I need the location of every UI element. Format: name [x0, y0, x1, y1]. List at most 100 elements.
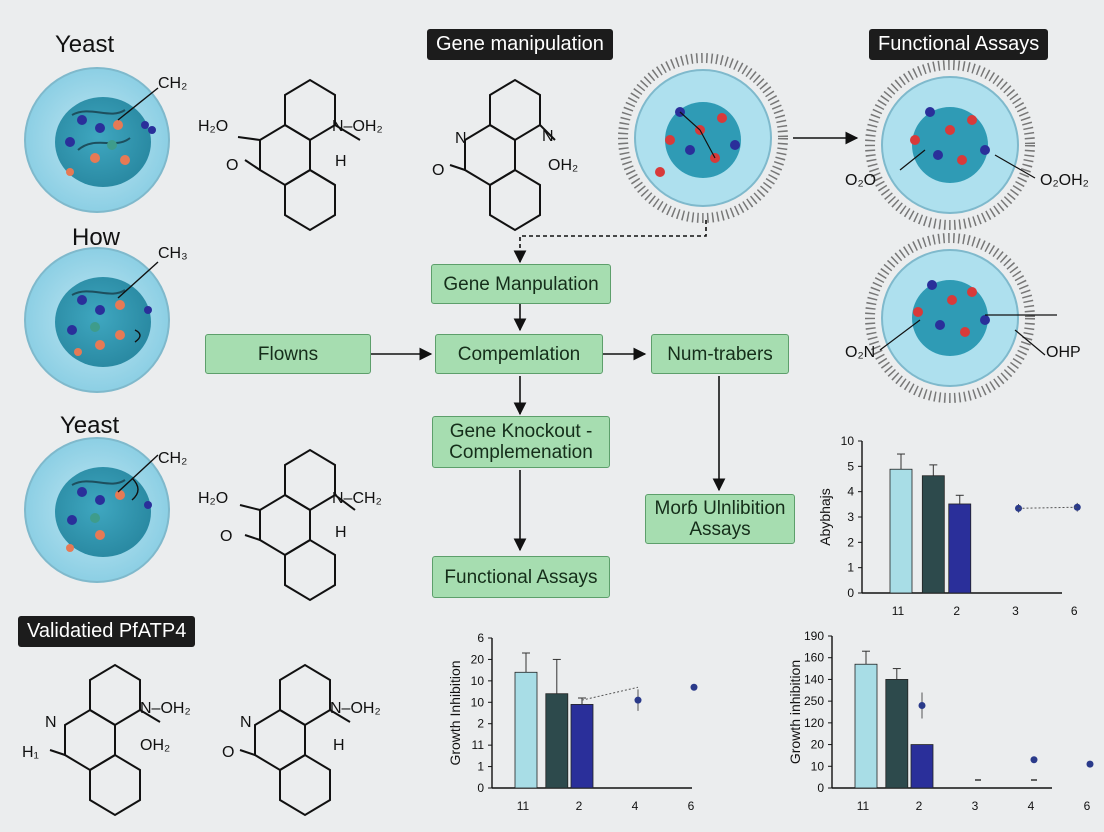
y-tick-label: 250 [804, 694, 824, 708]
data-point [1073, 503, 1081, 511]
y-axis-label: Growth Inhibition [447, 660, 463, 765]
y-tick-label: 140 [804, 672, 824, 686]
data-point [634, 696, 642, 704]
cell-label-2: CH₃ [158, 245, 188, 262]
x-tick-label: 2 [916, 799, 923, 813]
cell-label-1: CH₂ [158, 75, 188, 92]
bar [545, 693, 569, 789]
tag-gene-manipulation: Gene manipulation [427, 29, 613, 60]
x-tick-label: 11 [517, 799, 530, 813]
bar [910, 744, 934, 789]
y-tick-label: 3 [847, 510, 854, 524]
x-tick-label: 4 [1028, 799, 1035, 813]
x-tick-label: 2 [953, 604, 960, 618]
mol5-n: N [240, 714, 252, 731]
yeast-cell-1 [24, 67, 170, 213]
vesicle-2 [865, 60, 1036, 230]
y-tick-label: 2 [847, 535, 854, 549]
mol5-noh2: N–OH₂ [330, 700, 381, 717]
bar [570, 704, 594, 789]
molecule-2 [449, 78, 556, 232]
x-tick-label: 6 [1084, 799, 1091, 813]
box-flowns: Flowns [205, 334, 371, 374]
mol2-oh2: OH₂ [548, 157, 579, 174]
y-tick-label: 0 [817, 781, 824, 795]
vesicle-3 [865, 233, 1057, 403]
y-tick-label: 120 [804, 716, 824, 730]
data-point [918, 701, 926, 709]
label-yeast-1: Yeast [55, 31, 115, 58]
bar [514, 671, 538, 789]
y-tick-label: 0 [847, 586, 854, 600]
point-connector [1018, 506, 1078, 509]
mol2-n2: N [542, 128, 554, 145]
vesicle2-left-label: O₂O [845, 172, 877, 189]
vesicle-1 [618, 53, 788, 223]
x-tick-label: 6 [688, 799, 695, 813]
y-tick-label: 10 [811, 759, 825, 773]
x-tick-label: 2 [576, 799, 583, 813]
box-gene-knockout: Gene Knockout - Complemenation [432, 416, 610, 468]
box-compemlation: Compemlation [435, 334, 603, 374]
x-tick-label: 11 [857, 799, 870, 813]
y-axis-label: Growth inhibition [787, 660, 803, 764]
molecule-3 [239, 448, 356, 602]
vesicle3-left-label: O₂N [845, 344, 876, 361]
point-connector [581, 686, 639, 701]
mol4-oh2: OH₂ [140, 737, 171, 754]
x-tick-label: 3 [1012, 604, 1019, 618]
y-tick-label: 5 [847, 459, 854, 473]
bar [885, 679, 909, 789]
data-point [1086, 760, 1094, 768]
tag-functional-assays: Functional Assays [869, 29, 1049, 60]
mol3-h: H [335, 524, 347, 541]
y-tick-label: 20 [811, 738, 825, 752]
y-axis-label: Abybhajs [817, 488, 833, 546]
y-tick-label: 20 [471, 652, 485, 666]
box-gene-manpulation: Gene Manpulation [431, 264, 611, 304]
y-tick-label: 6 [477, 631, 484, 645]
box-functional-assays: Functional Assays [432, 556, 610, 598]
mol1-o: O [226, 157, 239, 174]
y-tick-label: 1 [847, 561, 854, 575]
bar [948, 503, 972, 594]
label-how: How [72, 224, 121, 251]
yeast-cell-3 [24, 437, 170, 583]
yeast-cell-2 [24, 247, 170, 393]
y-tick-label: 0 [477, 781, 484, 795]
y-tick-label: 11 [472, 738, 485, 752]
mol5-h: H [333, 737, 345, 754]
bar [854, 663, 878, 789]
y-tick-label: 2 [477, 717, 484, 731]
mol1-oh2: N–OH₂ [332, 118, 383, 135]
mol1-h: H [335, 153, 347, 170]
tag-validated-pfatp4: Validatied PfATP4 [18, 616, 196, 647]
x-tick-label: 3 [972, 799, 979, 813]
vesicle2-right-label: O₂OH₂ [1040, 172, 1089, 189]
mol4-n: N [45, 714, 57, 731]
box-num-trabers: Num-trabers [651, 334, 789, 374]
mol4-h1: H₁ [22, 744, 39, 761]
y-tick-label: 4 [847, 485, 854, 499]
cell-label-3: CH₂ [158, 450, 188, 467]
molecule-5 [239, 663, 351, 817]
mol3-h2o: H₂O [198, 490, 229, 507]
mol2-n: N [455, 130, 467, 147]
data-point [1030, 756, 1038, 764]
x-tick-label: 4 [632, 799, 639, 813]
box-morb-ulnlibition: Morɓ Ulnlibition Assays [645, 494, 795, 544]
mol3-nch2: N–CH₂ [332, 490, 382, 507]
data-point [690, 683, 698, 691]
mol4-noh2: N–OH₂ [140, 700, 191, 717]
y-tick-label: 10 [471, 695, 485, 709]
molecule-1 [237, 78, 361, 232]
x-tick-label: 6 [1071, 604, 1078, 618]
y-tick-label: 160 [804, 651, 824, 665]
mol5-o: O [222, 744, 235, 761]
y-tick-label: 190 [804, 629, 824, 643]
